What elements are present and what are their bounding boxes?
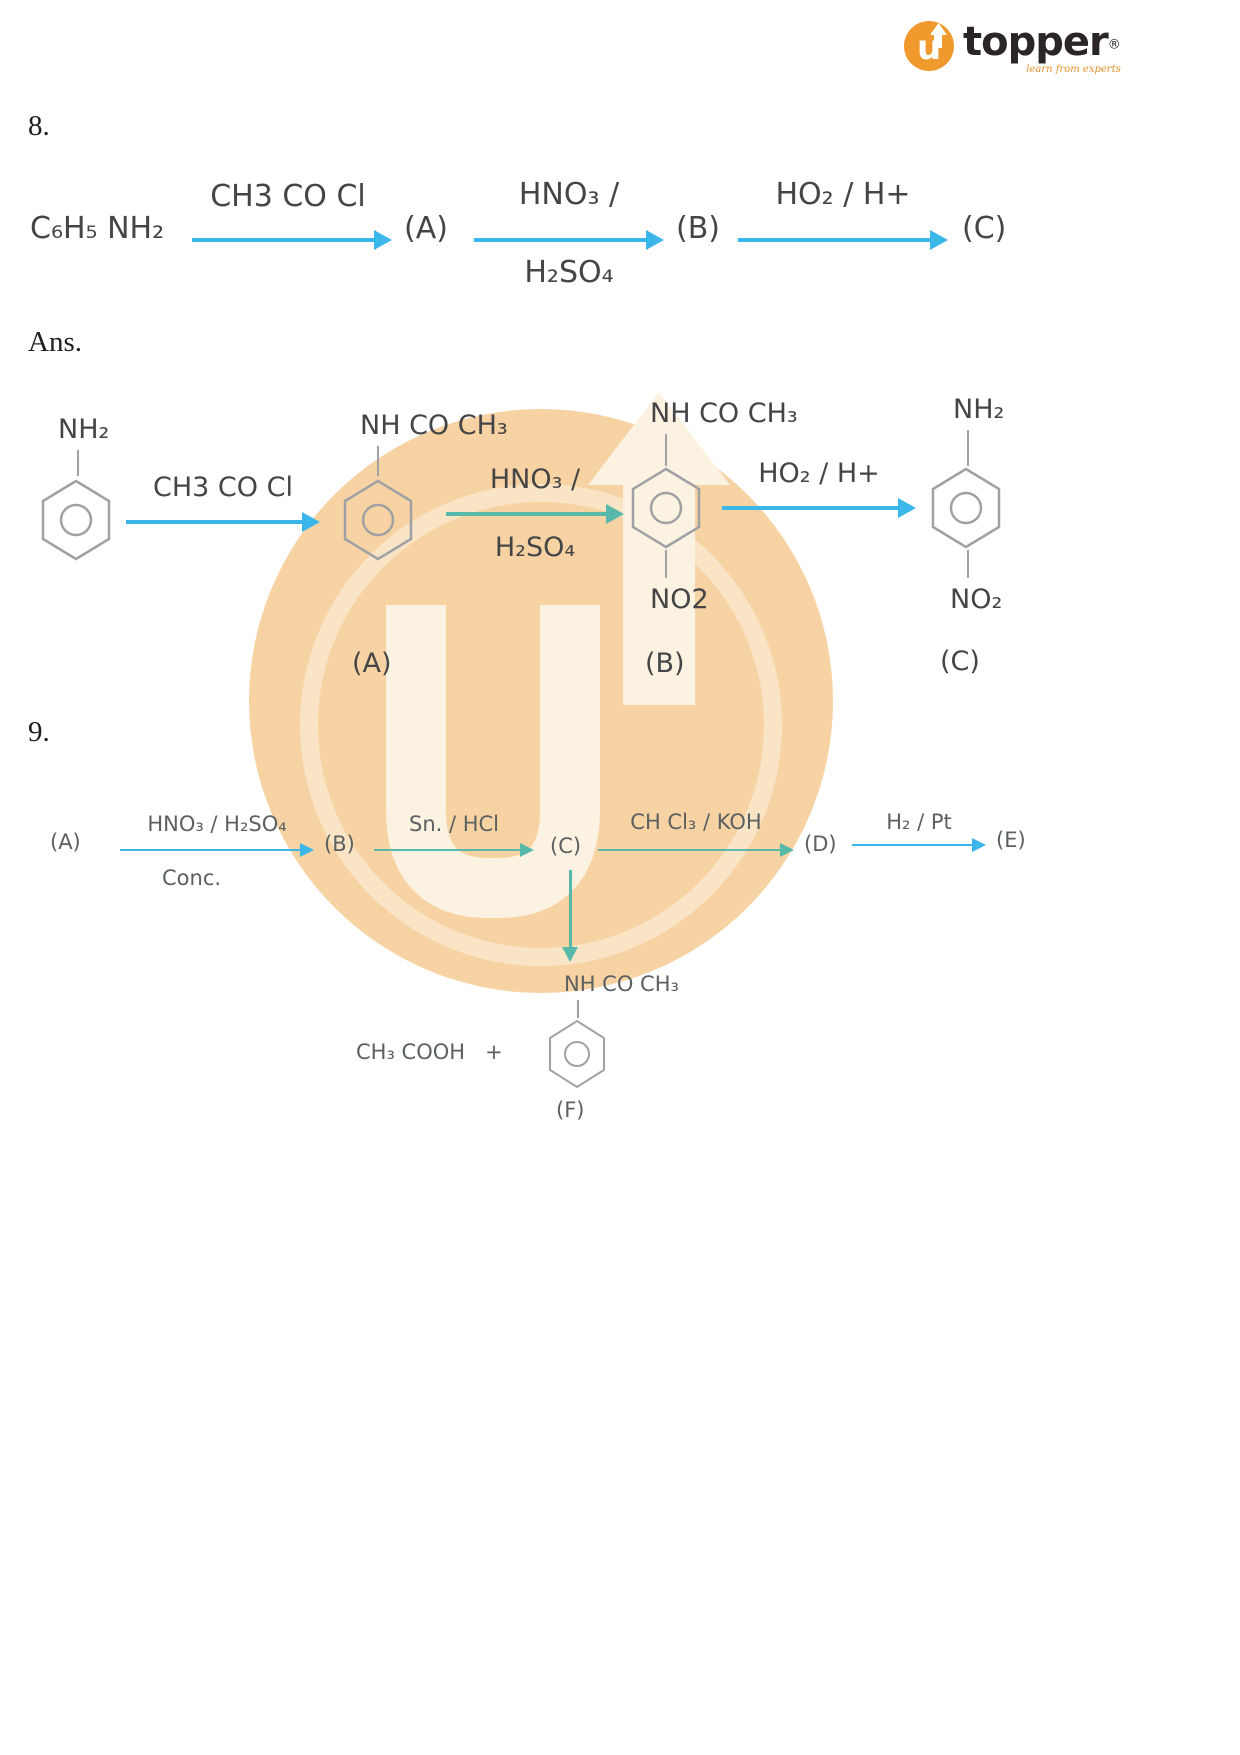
q9-compound-c: (C) bbox=[550, 834, 582, 858]
structure3-caption: (B) bbox=[645, 648, 685, 679]
benzene-ring-2 bbox=[343, 479, 413, 561]
q8-step3-reagent: HO₂ / H+ bbox=[775, 177, 911, 212]
topper-logo-watermark bbox=[249, 392, 833, 993]
q8-step2-reagent-below: H₂SO₄ bbox=[524, 255, 614, 290]
benzene-ring-1 bbox=[41, 479, 111, 561]
substituent-bond bbox=[967, 430, 969, 466]
substituent-bond bbox=[665, 550, 667, 578]
structure2-top-group: NH CO CH₃ bbox=[360, 410, 508, 441]
q8-product-b: (B) bbox=[676, 211, 720, 246]
structure3-top-group: NH CO CH₃ bbox=[650, 398, 798, 429]
structure3-bottom-group: NO2 bbox=[650, 584, 709, 615]
structure4-top-group: NH₂ bbox=[953, 394, 1005, 425]
benzene-ring-5 bbox=[549, 1019, 605, 1089]
q9-compound-d: (D) bbox=[804, 832, 837, 856]
brand-text-block: topper® learn from experts bbox=[963, 20, 1121, 75]
structure2-caption: (A) bbox=[352, 648, 392, 679]
q8-step1-reagent: CH3 CO Cl bbox=[210, 179, 366, 214]
answer-arrow3-reagent: HO₂ / H+ bbox=[758, 458, 880, 489]
topper-u-arrow-icon: u bbox=[904, 21, 954, 71]
substituent-bond bbox=[377, 446, 379, 476]
structure4-caption: (C) bbox=[940, 646, 980, 677]
substituent-bond bbox=[665, 434, 667, 466]
q9-branch-caption: (F) bbox=[556, 1098, 585, 1122]
brand-name: topper bbox=[963, 19, 1109, 65]
substituent-bond bbox=[967, 550, 969, 578]
q8-product-a: (A) bbox=[404, 211, 448, 246]
q8-reactant-formula: C₆H₅ NH₂ bbox=[30, 211, 165, 246]
q9-step1-reagent-above: HNO₃ / H₂SO₄ bbox=[147, 812, 287, 836]
q9-compound-b: (B) bbox=[324, 832, 355, 856]
q9-step3-reagent: CH Cl₃ / KOH bbox=[630, 810, 762, 834]
q9-number: 9. bbox=[28, 716, 50, 748]
structure4-bottom-group: NO₂ bbox=[950, 584, 1003, 615]
registered-mark: ® bbox=[1107, 37, 1121, 53]
topper-logo: u topper® learn from experts bbox=[903, 20, 1121, 75]
q9-compound-e: (E) bbox=[996, 828, 1026, 852]
answer-arrow2-reagent-above: HNO₃ / bbox=[489, 464, 581, 495]
q9-branch-structure-top-group: NH CO CH₃ bbox=[564, 972, 679, 996]
q9-branch-byproduct: CH₃ COOH + bbox=[356, 1040, 503, 1064]
structure1-top-group: NH₂ bbox=[58, 414, 110, 445]
q9-step4-reagent: H₂ / Pt bbox=[886, 810, 952, 834]
benzene-ring-3 bbox=[631, 467, 701, 549]
answer-arrow2-reagent-below: H₂SO₄ bbox=[494, 532, 576, 563]
answer-label: Ans. bbox=[28, 326, 82, 358]
q8-number: 8. bbox=[28, 110, 50, 142]
q9-step1-reagent-below: Conc. bbox=[162, 866, 222, 890]
q9-step2-reagent: Sn. / HCl bbox=[408, 812, 500, 836]
q9-compound-a: (A) bbox=[50, 830, 81, 854]
brand-tagline: learn from experts bbox=[1026, 64, 1121, 75]
q8-product-c: (C) bbox=[962, 211, 1007, 246]
answer-arrow1-reagent: CH3 CO Cl bbox=[153, 472, 293, 503]
q8-step2-reagent-above: HNO₃ / bbox=[518, 177, 620, 212]
substituent-bond bbox=[577, 1000, 579, 1018]
benzene-ring-4 bbox=[931, 467, 1001, 549]
substituent-bond bbox=[77, 450, 79, 476]
